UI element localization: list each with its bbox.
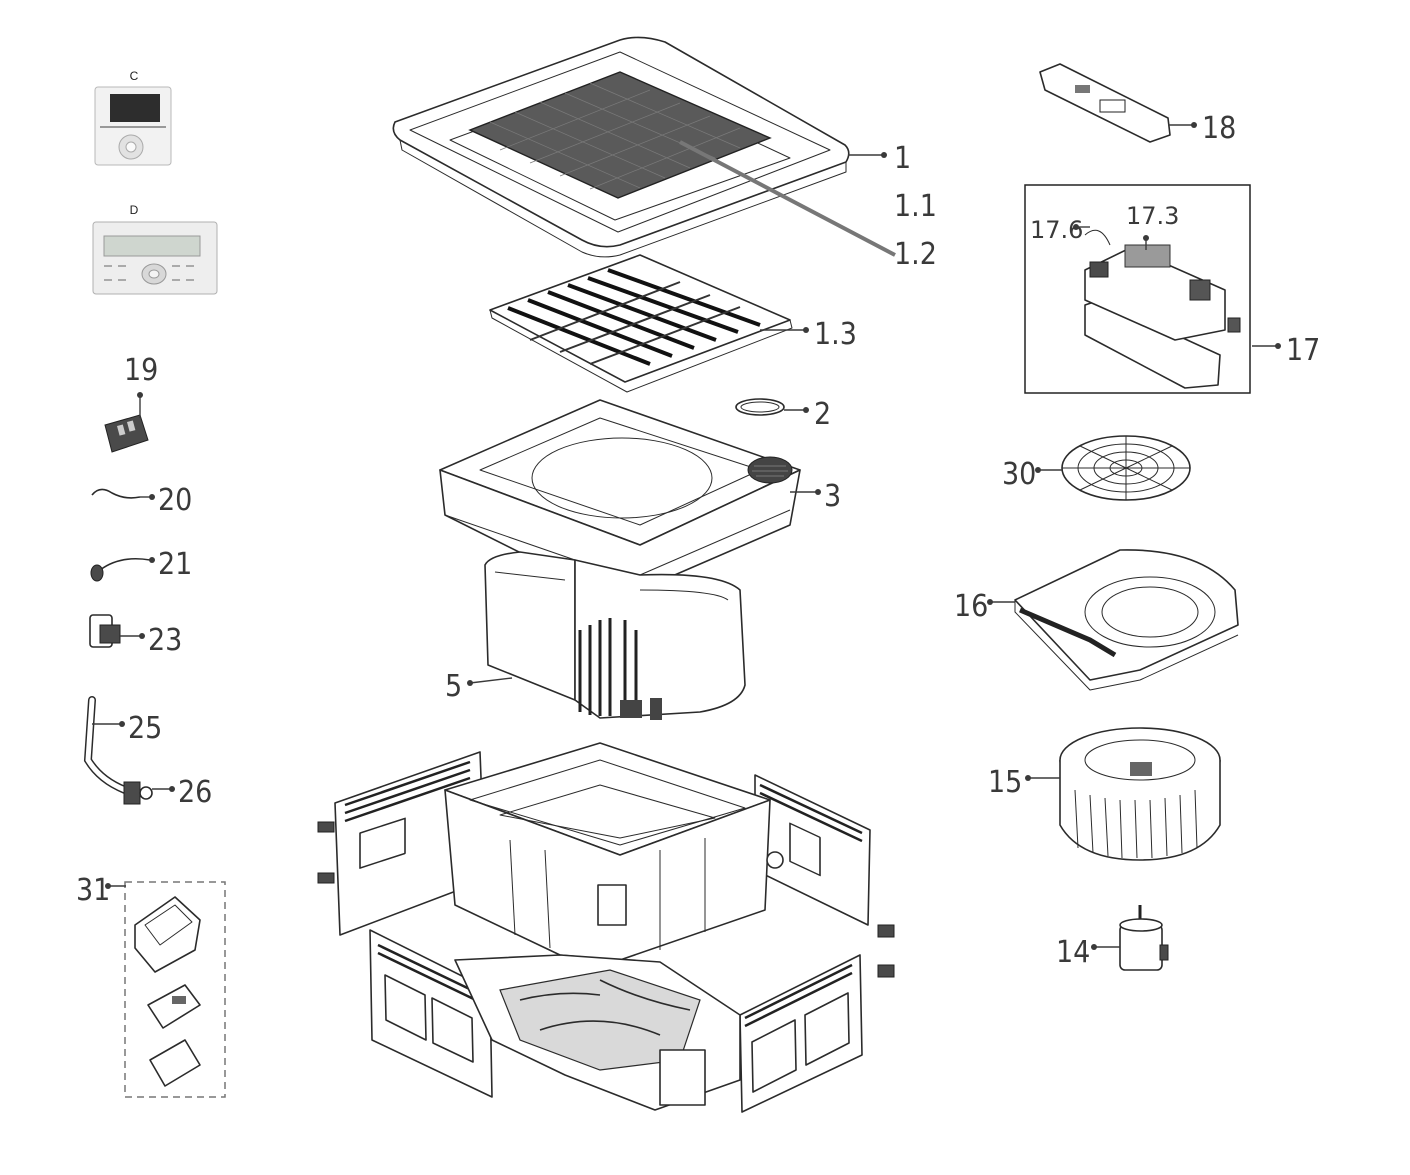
seal-ring [735, 398, 785, 416]
callout-23: 23 [148, 623, 182, 658]
callout-25: 25 [128, 711, 162, 746]
callout-20: 20 [158, 483, 192, 518]
wired-controller-c: C [94, 69, 172, 166]
callout-31: 31 [76, 873, 110, 908]
callout-1-2: 1.2 [894, 237, 937, 272]
callout-21: 21 [158, 547, 192, 582]
heat-exchanger [484, 551, 746, 720]
callout-15: 15 [988, 765, 1022, 800]
wired-controller-d: D [92, 203, 218, 295]
part-14-fan-motor [1119, 905, 1169, 971]
leader-lines [92, 122, 1281, 950]
panel-frame [439, 399, 801, 591]
callout-30: 30 [1002, 457, 1036, 492]
part-15-fan-wheel [1059, 727, 1221, 861]
part-26-drain-fitting [123, 781, 153, 805]
part-25-drain-hose [83, 696, 129, 794]
callout-2: 2 [814, 397, 831, 432]
label-d: D [130, 203, 139, 217]
part-16-bell-mouth [1014, 549, 1239, 691]
part-18-control-box-cover [1039, 63, 1171, 143]
part-30-fan-guard [1061, 435, 1191, 501]
part-31-electronic-kit [124, 881, 226, 1098]
part-21-temperature-sensor [90, 557, 151, 582]
callout-3: 3 [824, 479, 841, 514]
callout-14: 14 [1056, 935, 1090, 970]
part-19-display-board [104, 414, 149, 453]
callout-1-3: 1.3 [814, 317, 857, 352]
front-panel [392, 36, 896, 258]
air-filter [489, 254, 793, 393]
part-20-sensor-wire [91, 488, 141, 499]
label-c: C [130, 69, 139, 83]
callout-17-3: 17.3 [1126, 202, 1179, 230]
main-chassis [317, 742, 895, 1113]
callout-5: 5 [445, 669, 462, 704]
part-17-control-box-group [1024, 184, 1251, 394]
callout-17: 17 [1286, 333, 1320, 368]
callout-16: 16 [954, 589, 988, 624]
callout-labels: 1 1.1 1.2 1.3 2 3 5 18 17 17.6 17.3 30 1… [76, 111, 1320, 970]
callout-1: 1 [894, 141, 911, 176]
callout-18: 18 [1202, 111, 1236, 146]
callout-1-1: 1.1 [894, 189, 937, 224]
callout-26: 26 [178, 775, 212, 810]
callout-17-6: 17.6 [1030, 216, 1083, 244]
part-23-valve [89, 614, 121, 648]
callout-19: 19 [124, 353, 158, 388]
